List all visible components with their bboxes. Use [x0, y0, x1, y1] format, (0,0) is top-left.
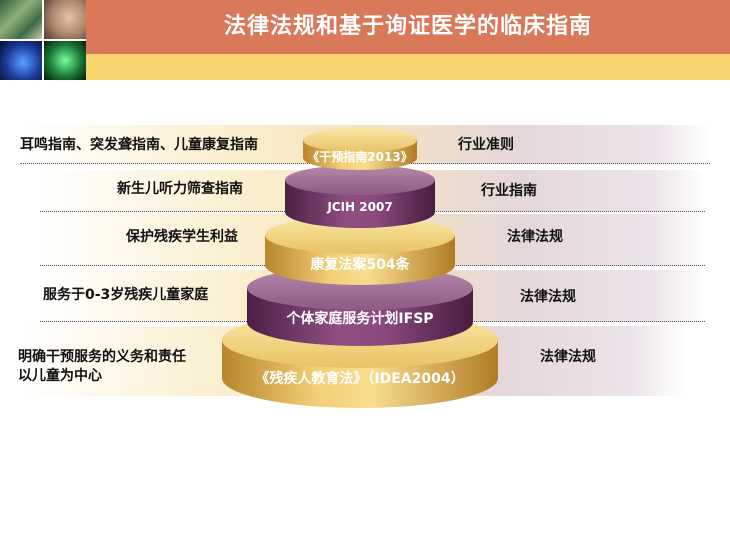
tier-5-left-text-line2: 以儿童为中心 — [18, 365, 102, 385]
tier-4-right-text: 法律法规 — [520, 286, 576, 306]
tier-2-label: JCIH 2007 — [290, 200, 430, 214]
tier-4-label: 个体家庭服务计划IFSP — [250, 308, 470, 328]
tier-2-left-text: 新生儿听力筛查指南 — [117, 178, 243, 198]
tier-1-right-text: 行业准则 — [458, 134, 514, 154]
tier-1-left-text: 耳鸣指南、突发聋指南、儿童康复指南 — [20, 134, 258, 154]
tier-5-label: 《残疾人教育法》（IDEA2004） — [225, 368, 495, 388]
tier-2-right-text: 行业指南 — [481, 180, 537, 200]
pyramid-tier-2 — [285, 165, 435, 228]
tier-3-label: 康复法案504条 — [270, 254, 450, 274]
tier-4-left-text: 服务于0-3岁残疾儿童家庭 — [43, 284, 208, 304]
tier-5-left-text-line1: 明确干预服务的义务和责任 — [18, 346, 186, 366]
tier-1-label: 《干预指南2013》 — [300, 148, 420, 165]
tier-5-right-text: 法律法规 — [540, 346, 596, 366]
tier-3-left-text: 保护残疾学生利益 — [126, 226, 238, 246]
tier-3-right-text: 法律法规 — [507, 226, 563, 246]
